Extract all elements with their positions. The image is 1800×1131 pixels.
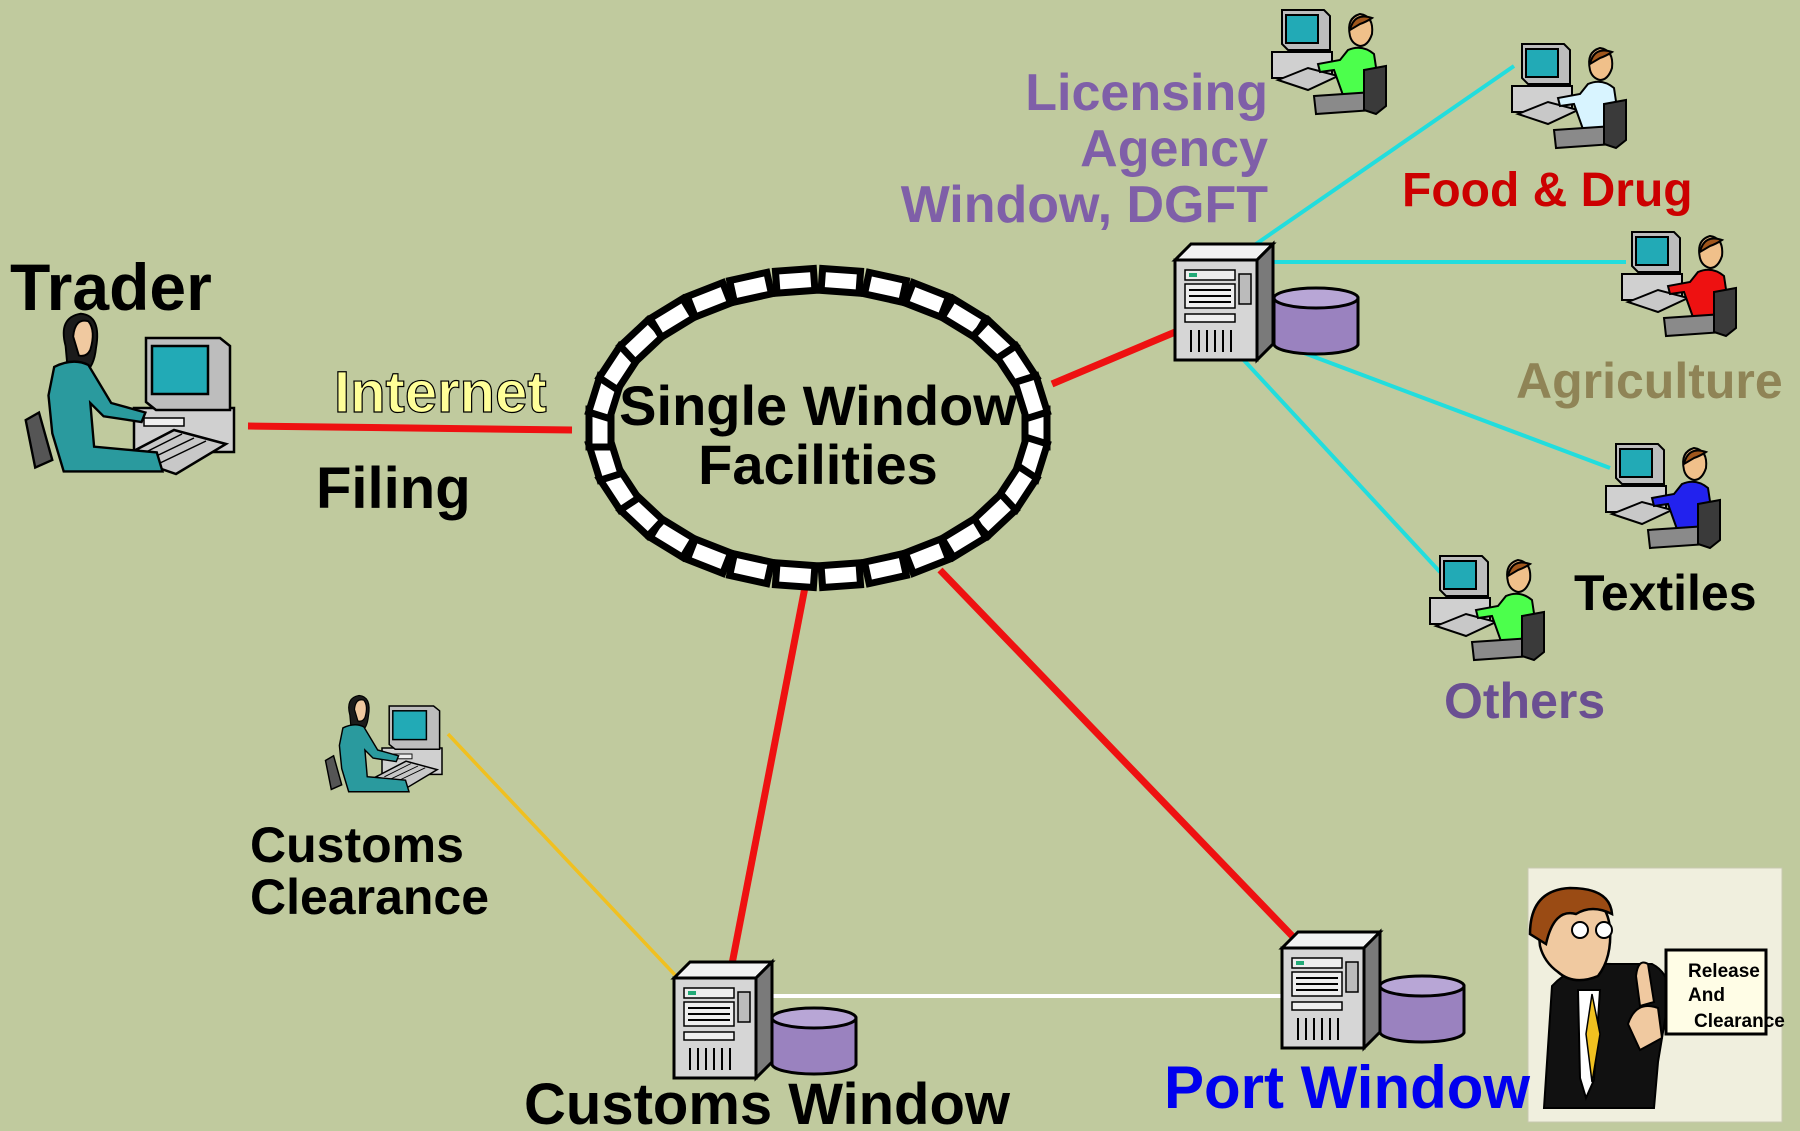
hub-title-line1: Single Window bbox=[619, 374, 1017, 437]
release-line1-label: Release bbox=[1688, 961, 1760, 982]
licensing-line1-label: Licensing bbox=[1025, 64, 1268, 122]
port-window-label: Port Window bbox=[1164, 1054, 1530, 1121]
customs-server bbox=[672, 960, 774, 1080]
customs-window-label: Customs Window bbox=[524, 1072, 1011, 1131]
link-licensing-fooddrug bbox=[1254, 64, 1516, 246]
hub-ring-segment bbox=[771, 264, 819, 297]
licensing-server bbox=[1173, 242, 1275, 362]
link-hub-licensing bbox=[1050, 326, 1182, 388]
hub-ring-segment bbox=[817, 559, 865, 592]
customs-clearance-line2-label: Clearance bbox=[250, 869, 489, 925]
database-icon bbox=[1378, 974, 1466, 1044]
hub-ring-segment bbox=[860, 549, 911, 588]
link-licensing-others bbox=[1238, 354, 1442, 574]
internet-label: Internet bbox=[334, 360, 547, 425]
hub-title-line2: Facilities bbox=[698, 433, 938, 496]
licensing-line2-label: Agency bbox=[1080, 120, 1268, 178]
database-icon bbox=[770, 1006, 858, 1076]
single-window-hub bbox=[584, 264, 1052, 592]
man-at-computer-icon bbox=[1271, 9, 1387, 115]
hub-ring-segment bbox=[860, 268, 911, 307]
customs-clearance-line1-label: Customs bbox=[250, 817, 464, 873]
link-trader-internet bbox=[247, 422, 573, 434]
presenter-icon bbox=[1527, 867, 1783, 1123]
link-licensing-textiles bbox=[1279, 342, 1611, 470]
licensing-line3-label: Window, DGFT bbox=[901, 176, 1269, 234]
hub-ring-segment bbox=[817, 264, 865, 297]
hub-ring-segment bbox=[725, 549, 776, 588]
man-at-computer-icon bbox=[1429, 555, 1545, 661]
man-at-computer-icon bbox=[1605, 443, 1721, 549]
hub-ring-segment bbox=[900, 534, 954, 578]
database-icon bbox=[1272, 286, 1360, 356]
port-server bbox=[1280, 930, 1382, 1050]
customs-officer-computer-icon bbox=[375, 705, 443, 789]
trader-label: Trader bbox=[10, 250, 212, 324]
others-label: Others bbox=[1444, 673, 1605, 729]
release-line2-label: And bbox=[1688, 985, 1725, 1006]
man-at-computer-icon bbox=[1511, 43, 1627, 149]
link-hub-customs bbox=[728, 581, 810, 965]
man-at-computer-icon bbox=[1621, 231, 1737, 337]
connection-links bbox=[247, 64, 1626, 998]
hub-ring-segment bbox=[682, 278, 736, 322]
hub-ring-segment bbox=[725, 268, 776, 307]
hub-ring-segment bbox=[1010, 371, 1052, 424]
hub-ring-segment bbox=[771, 559, 819, 592]
link-officer-customs bbox=[446, 732, 678, 978]
link-hub-port bbox=[937, 567, 1301, 945]
agriculture-label: Agriculture bbox=[1516, 353, 1783, 409]
release-line3-label: Clearance bbox=[1694, 1011, 1785, 1032]
filing-label: Filing bbox=[316, 456, 471, 521]
food-drug-label: Food & Drug bbox=[1402, 164, 1693, 217]
textiles-label: Textiles bbox=[1574, 565, 1757, 621]
